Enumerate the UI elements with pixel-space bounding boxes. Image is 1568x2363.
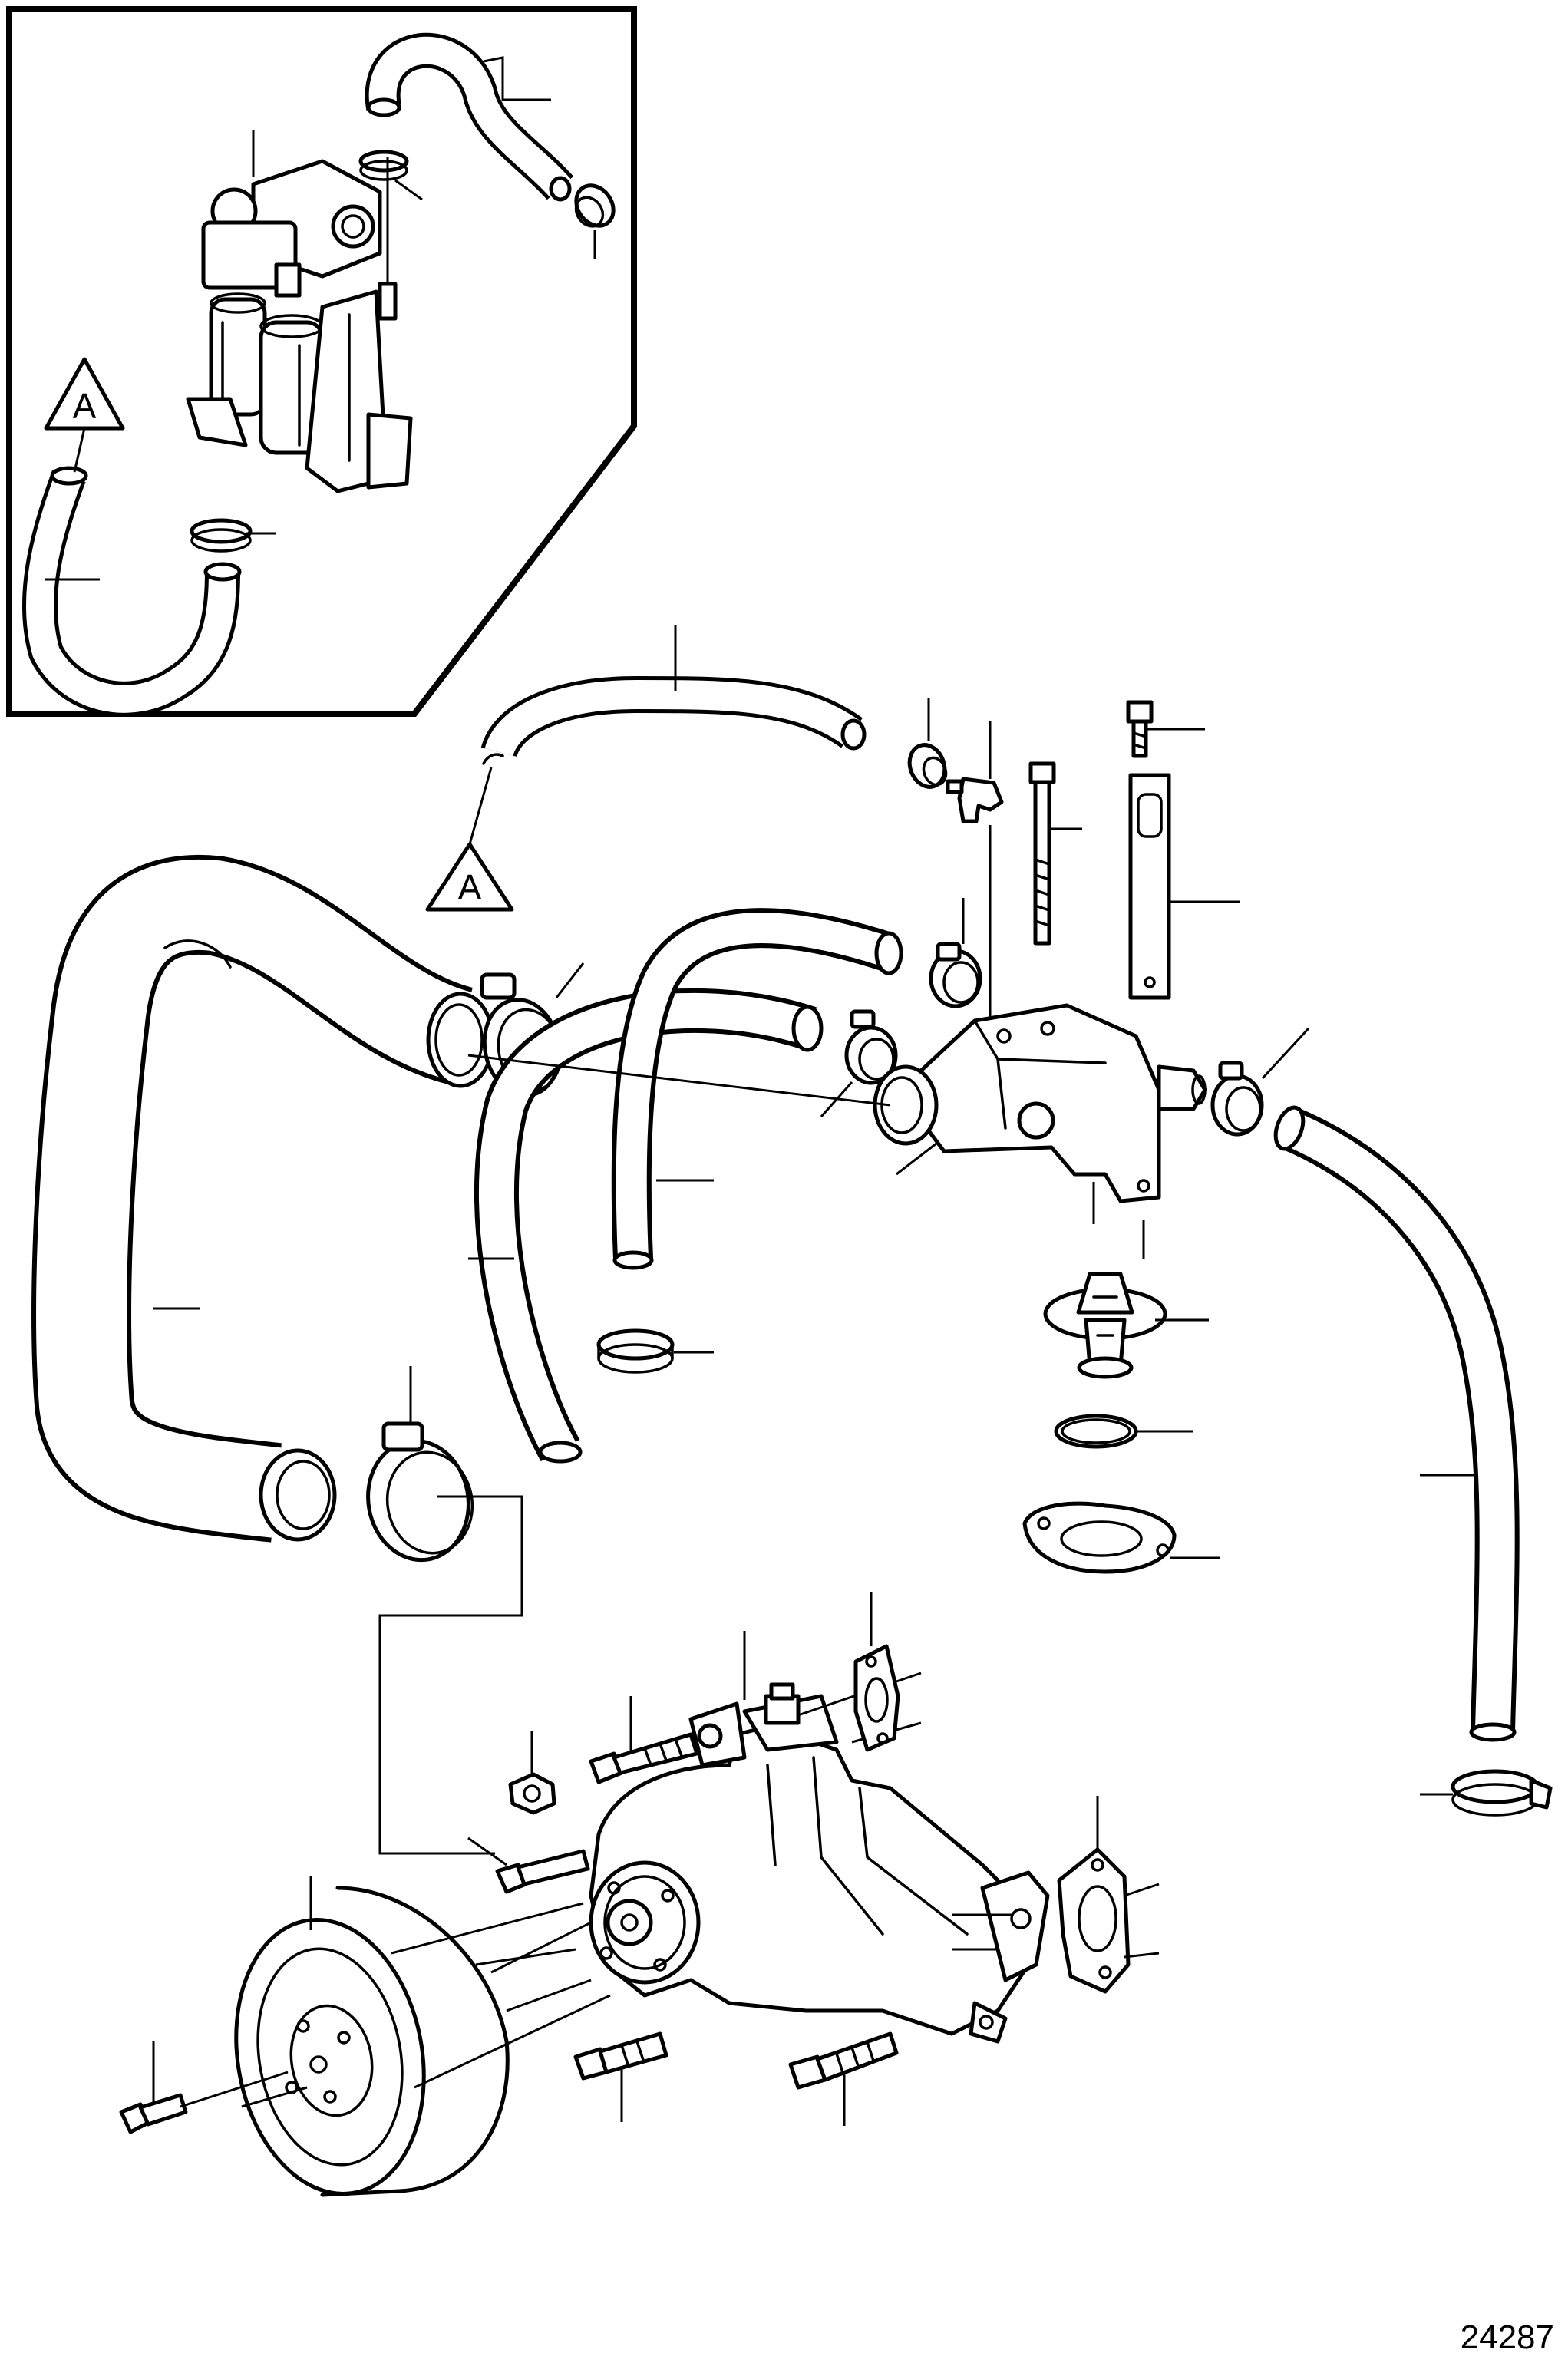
inset-upper-hose — [365, 32, 574, 202]
section-marker-a: A — [425, 767, 514, 912]
inset-pump-module — [186, 159, 413, 493]
hose-clamp-small-6 — [1420, 1769, 1553, 1817]
pump-bolt-bottom-1 — [573, 2031, 668, 2122]
hose-clamp-small-4 — [820, 1009, 898, 1117]
hose-clamp-large-2 — [366, 1366, 474, 1563]
callout-line — [490, 1921, 592, 1974]
outlet-hose-right — [1273, 1105, 1520, 1742]
water-pump — [475, 1631, 1050, 2044]
inset-callout-lines — [45, 56, 596, 581]
section-marker-label: A — [458, 867, 482, 907]
thermostat-gasket — [1022, 1501, 1220, 1574]
stud-bolt — [589, 1696, 699, 1784]
pump-bolt-small — [467, 1837, 590, 1894]
pulley-bolt — [119, 2041, 308, 2134]
bypass-hose-middle — [474, 988, 824, 1464]
inset-hose-clamp-2 — [574, 183, 616, 228]
o-ring — [1054, 1414, 1193, 1449]
thermostat-housing — [873, 1003, 1207, 1259]
inset-section-marker: A — [44, 357, 125, 473]
bypass-hose-upper — [480, 676, 867, 765]
inset-lower-hose — [22, 466, 242, 717]
inset-marker-label: A — [73, 386, 97, 426]
long-bolt — [1028, 761, 1082, 946]
assembly-connector-line-2 — [467, 1054, 891, 1107]
mounting-bracket — [1126, 700, 1240, 1000]
thermostat — [1043, 1272, 1209, 1379]
figure-reference-number: 24287 — [1461, 2318, 1554, 2356]
flange-nut — [508, 1731, 556, 1815]
elbow-fitting — [946, 721, 1004, 1032]
pulley — [234, 1876, 611, 2197]
inset-hose-clamp-1 — [358, 150, 409, 181]
bypass-hose-inner — [611, 908, 903, 1270]
inset-frame — [6, 6, 637, 717]
radiator-hose-large — [31, 854, 495, 1543]
hose-clamp-small-2 — [596, 1328, 714, 1374]
pump-bolt-bottom-2 — [788, 2031, 899, 2126]
assembly-connector-line — [378, 1495, 523, 1855]
hose-clamp-small-1 — [907, 698, 948, 789]
inset-detail: A — [6, 6, 637, 717]
pump-gasket-upper — [853, 1592, 900, 1752]
pump-gasket-lower — [1057, 1796, 1160, 1994]
hose-clamp-small-5 — [1210, 1027, 1310, 1137]
hose-clamp-small-3 — [929, 898, 982, 1008]
inset-hose-clamp-3 — [190, 518, 253, 553]
